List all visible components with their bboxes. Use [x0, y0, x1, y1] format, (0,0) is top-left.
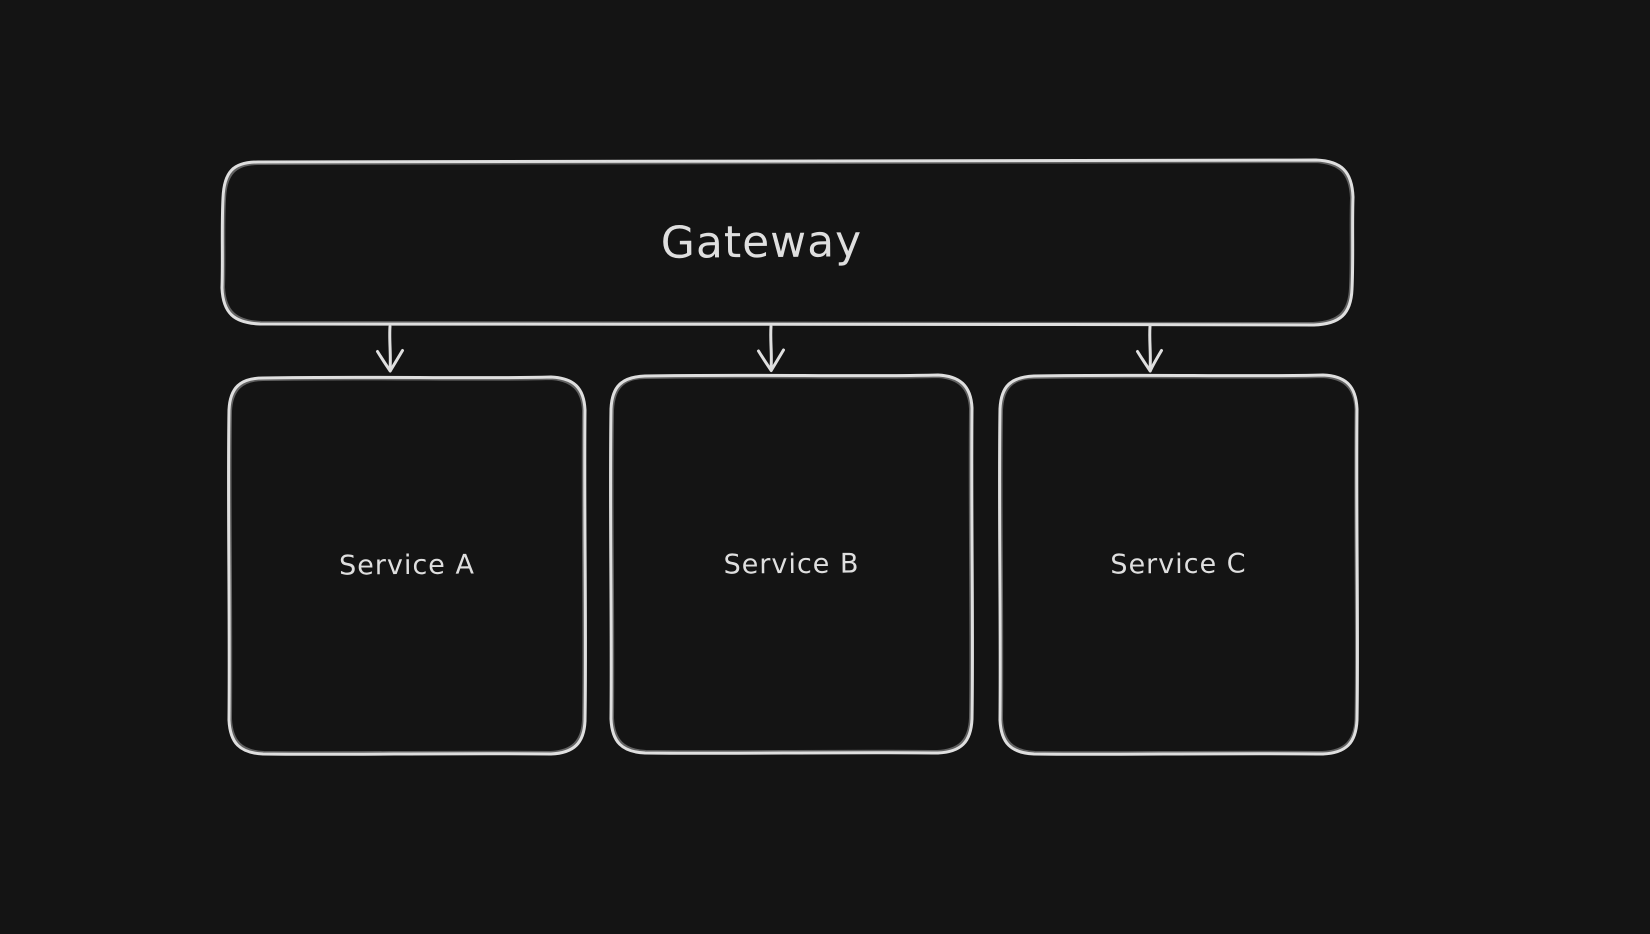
service-c-node[interactable] [998, 373, 1359, 756]
gateway-node[interactable] [220, 158, 1355, 327]
service-b-node[interactable] [609, 373, 974, 755]
service-a-node[interactable] [227, 375, 587, 756]
edge-gateway-service-b-arrow[interactable] [757, 325, 785, 372]
edge-gateway-service-a-arrow[interactable] [376, 325, 404, 373]
edge-gateway-service-c-arrow[interactable] [1136, 325, 1163, 373]
